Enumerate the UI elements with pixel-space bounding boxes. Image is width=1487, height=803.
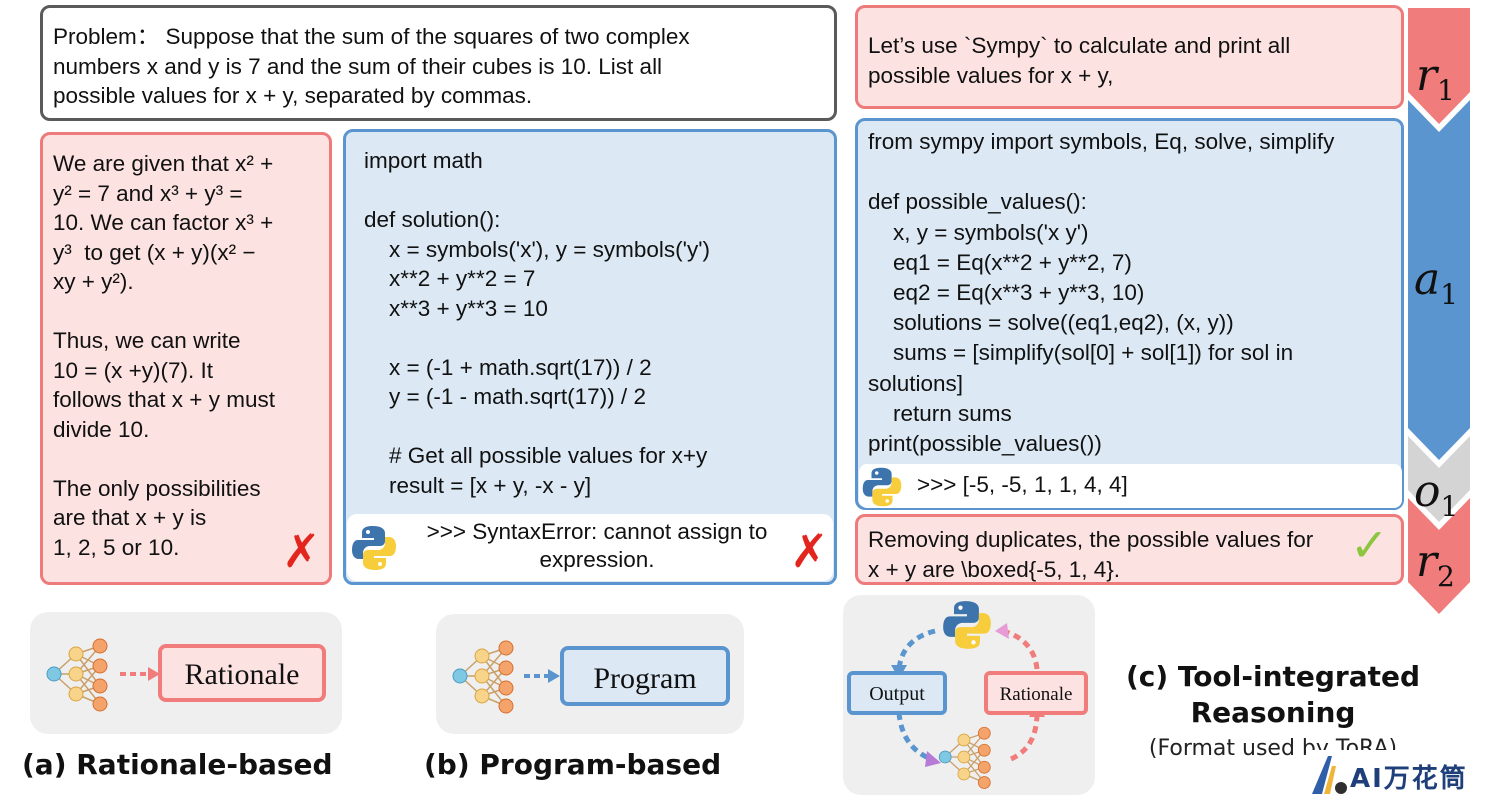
stage-label-o1: o1 (1414, 466, 1459, 523)
stage-arrow-r2 (1408, 498, 1470, 614)
cross-icon: ✗ (790, 524, 829, 578)
output-box: Output (847, 671, 947, 715)
watermark-text: AI万花筒 (1350, 764, 1468, 794)
rationale-method-panel: Rationale (30, 612, 342, 734)
python-logo-icon (943, 601, 991, 649)
python-logo-icon (862, 467, 902, 507)
caption-c-line2: Reasoning (1190, 696, 1356, 729)
caption-b: (b) Program-based (424, 748, 722, 781)
arrow-right-icon (120, 667, 160, 681)
neural-network-icon (938, 726, 991, 789)
problem-text: Problem： Suppose that the sum of the squ… (53, 24, 690, 108)
neural-network-icon (452, 640, 514, 714)
cross-icon: ✗ (282, 524, 321, 578)
rationale-reasoning-box: We are given that x² + y² = 7 and x³ + y… (40, 132, 332, 585)
stage-label-r2: r2 (1416, 536, 1455, 593)
cycle-rationale-label: Rationale (999, 684, 1073, 705)
stage-arrow-a1 (1408, 100, 1470, 460)
caption-c-line1: (c) Tool-integrated (1125, 660, 1421, 693)
program-method-panel: Program (436, 614, 744, 734)
rationale-output-box: Rationale (158, 644, 326, 702)
watermark-logo-icon (1312, 756, 1347, 794)
stage-arrow-r1 (1408, 8, 1470, 124)
program-code: import math def solution(): x = symbols(… (364, 148, 710, 498)
check-icon: ✓ (1350, 518, 1389, 572)
rationale-label: Rationale (184, 658, 300, 691)
program-code-box: import math def solution(): x = symbols(… (343, 129, 837, 585)
rationale-text: We are given that x² + y² = 7 and x³ + y… (53, 151, 275, 560)
caption-a: (a) Rationale-based (22, 748, 333, 781)
tir-output-text: >>> [-5, -5, 1, 1, 4, 4] (917, 472, 1128, 497)
cycle-rationale-box: Rationale (984, 671, 1088, 715)
output-label: Output (869, 683, 925, 705)
program-label: Program (593, 662, 697, 695)
tir-code: from sympy import symbols, Eq, solve, si… (868, 129, 1335, 457)
tir-r1-text: Let’s use `Sympy` to calculate and print… (868, 33, 1291, 88)
cycle-arrows (891, 623, 1045, 767)
tir-r2-text: Removing duplicates, the possible values… (868, 527, 1314, 582)
tir-rationale-r1-box: Let’s use `Sympy` to calculate and print… (855, 5, 1404, 109)
arrow-right-icon (524, 669, 560, 683)
stage-arrows (1408, 8, 1470, 614)
tool-integrated-method-panel: Output Rationale (843, 595, 1095, 795)
stage-label-r1: r1 (1416, 50, 1455, 107)
program-output-box: >>> SyntaxError: cannot assign to expres… (347, 514, 833, 581)
python-logo-icon (352, 526, 396, 570)
neural-network-icon (46, 638, 108, 712)
stage-arrow-o1 (1408, 436, 1470, 522)
tir-rationale-r2-box: Removing duplicates, the possible values… (855, 514, 1404, 585)
watermark: AI万花筒 (1306, 750, 1476, 798)
problem-box: Problem： Suppose that the sum of the squ… (40, 5, 837, 121)
stage-label-a1: a1 (1414, 254, 1459, 311)
program-output-text: >>> SyntaxError: cannot assign to expres… (426, 519, 768, 572)
tir-output-box: >>> [-5, -5, 1, 1, 4, 4] (859, 464, 1402, 508)
program-output-label-box: Program (560, 646, 730, 706)
tir-action-code-box: from sympy import symbols, Eq, solve, si… (855, 118, 1404, 510)
